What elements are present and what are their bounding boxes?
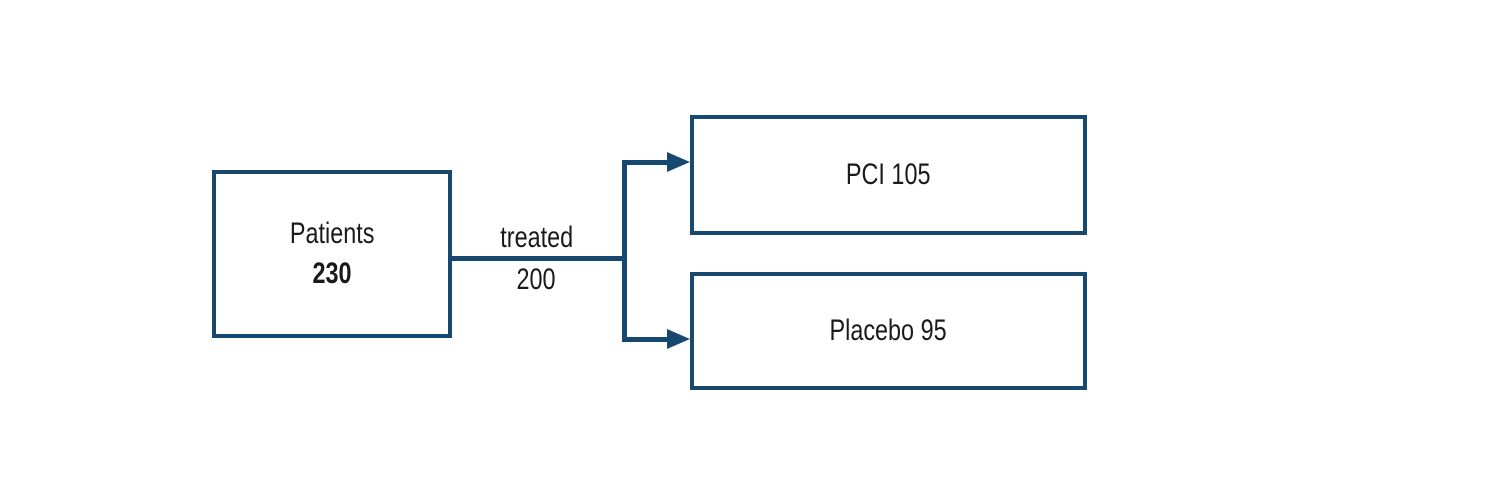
node-pci: PCI 105	[690, 115, 1087, 235]
node-placebo: Placebo 95	[690, 272, 1087, 390]
node-patients-label: Patients	[289, 217, 375, 250]
node-placebo-label: Placebo 95	[829, 314, 948, 347]
edge-treated-label: treated	[500, 221, 573, 254]
connector-vertical-line	[622, 160, 627, 342]
edge-treated-value: 200	[516, 263, 557, 296]
node-pci-label: PCI 105	[846, 158, 931, 191]
connector-top-branch-line	[622, 160, 670, 165]
node-patients: Patients 230	[212, 170, 452, 338]
arrowhead-bottom-icon	[667, 329, 690, 349]
connector-bottom-branch-line	[622, 337, 670, 342]
connector-main-line	[451, 256, 626, 261]
arrowhead-top-icon	[667, 152, 690, 172]
node-patients-value: 230	[312, 257, 352, 290]
